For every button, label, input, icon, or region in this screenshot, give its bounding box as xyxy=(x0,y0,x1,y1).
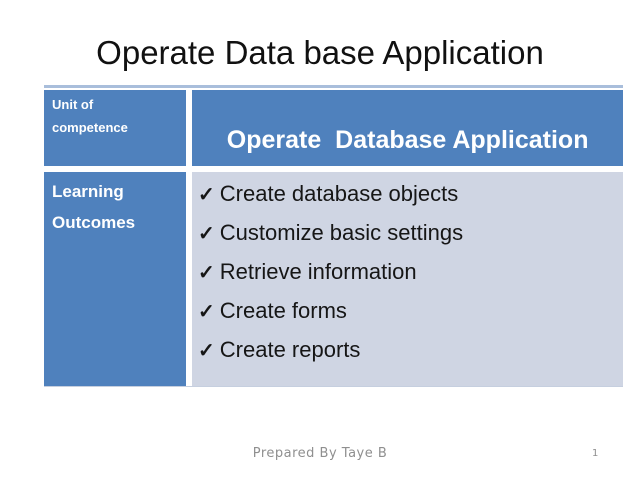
outcome-list-item: ✓Customize basic settings xyxy=(198,214,623,253)
checkmark-icon: ✓ xyxy=(198,223,215,245)
footer-prepared-by: Prepared By Taye B xyxy=(252,446,388,461)
slide-title: Operate Data base Application xyxy=(96,34,544,71)
checkmark-icon: ✓ xyxy=(198,301,215,323)
table-cell-outcomes-list: ✓Create database objects ✓Customize basi… xyxy=(192,172,623,386)
learning-outcomes-line2: Outcomes xyxy=(52,213,136,232)
unit-of-competence-line1: Unit of xyxy=(52,97,94,112)
outcome-text: Create database objects xyxy=(219,181,459,206)
course-title-text: Operate Database Application xyxy=(226,126,589,154)
table-bottom-border xyxy=(44,386,623,387)
learning-outcomes-line1: Learning xyxy=(52,182,124,201)
outcome-list-item: ✓Retrieve information xyxy=(198,253,623,292)
outcome-list-item: ✓Create reports xyxy=(198,331,623,370)
checkmark-icon: ✓ xyxy=(198,262,215,284)
checkmark-icon: ✓ xyxy=(198,184,215,206)
outcomes-list: ✓Create database objects ✓Customize basi… xyxy=(198,175,623,370)
outcome-text: Retrieve information xyxy=(219,259,417,284)
table-top-border xyxy=(44,85,623,88)
table-cell-learning-outcomes: Learning Outcomes xyxy=(44,172,186,387)
outcome-text: Create forms xyxy=(219,298,347,323)
table-cell-unit-of-competence: Unit of competence xyxy=(44,90,186,166)
outcome-text: Customize basic settings xyxy=(219,220,464,245)
outcome-text: Create reports xyxy=(219,337,361,362)
slide-number: 1 xyxy=(592,448,599,459)
unit-of-competence-line2: competence xyxy=(52,120,128,135)
outcome-list-item: ✓Create database objects xyxy=(198,175,623,214)
checkmark-icon: ✓ xyxy=(198,340,215,362)
outcome-list-item: ✓Create forms xyxy=(198,292,623,331)
table-cell-course-title: Operate Database Application xyxy=(192,90,623,166)
